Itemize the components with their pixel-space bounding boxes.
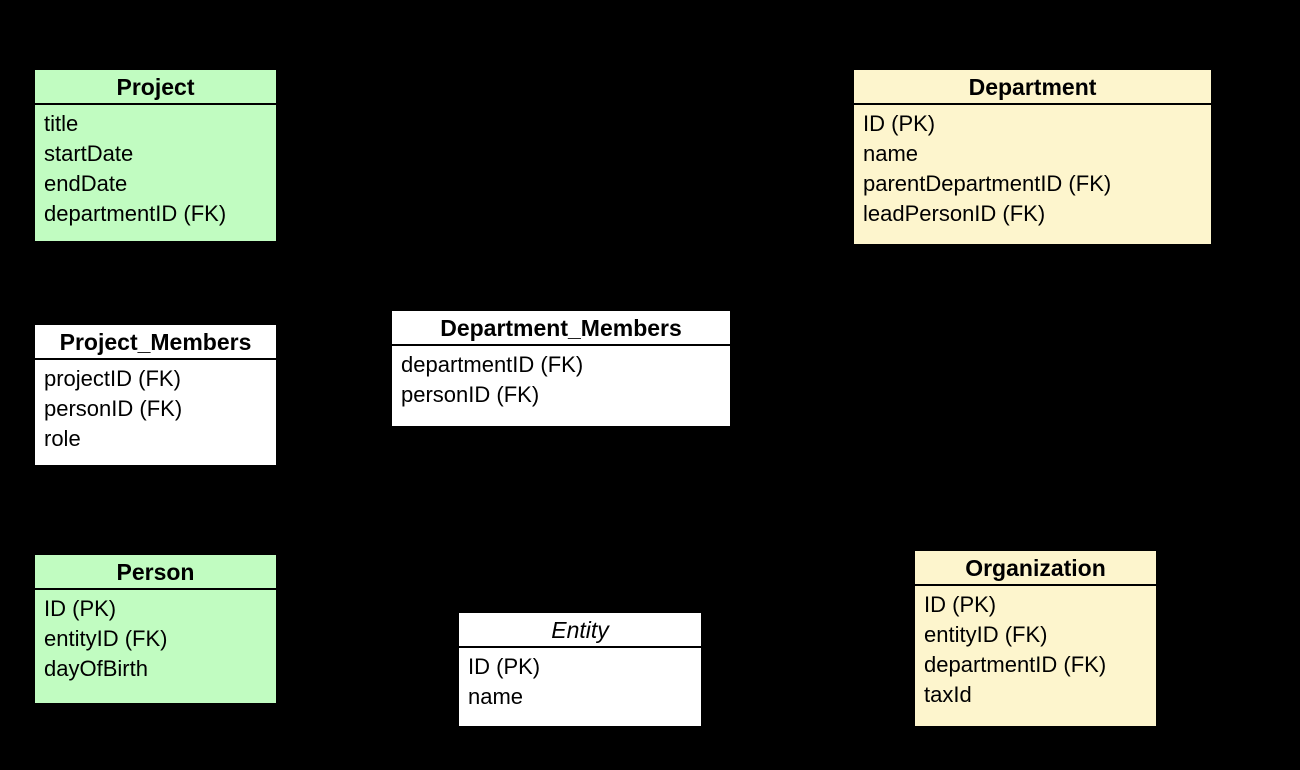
- entity-table-department-members: Department_Members departmentID (FK) per…: [390, 309, 732, 428]
- field-row: departmentID (FK): [401, 352, 584, 377]
- table-header-person: Person: [35, 555, 276, 590]
- table-fields-department: ID (PK) name parentDepartmentID (FK) lea…: [854, 105, 1211, 229]
- field-row: parentDepartmentID (FK): [863, 171, 1112, 196]
- field-row: ID (PK): [924, 592, 997, 617]
- field-row: name: [468, 684, 524, 709]
- field-row: startDate: [44, 141, 134, 166]
- table-fields-person: ID (PK) entityID (FK) dayOfBirth: [35, 590, 276, 684]
- field-row: departmentID (FK): [924, 652, 1107, 677]
- entity-table-entity: Entity ID (PK) name: [457, 611, 703, 728]
- field-row: endDate: [44, 171, 128, 196]
- table-header-department-members: Department_Members: [392, 311, 730, 346]
- field-row: projectID (FK): [44, 366, 181, 391]
- field-row: departmentID (FK): [44, 201, 227, 226]
- field-row: name: [863, 141, 919, 166]
- table-fields-project: title startDate endDate departmentID (FK…: [35, 105, 276, 229]
- entity-table-project: Project title startDate endDate departme…: [33, 68, 278, 243]
- field-row: leadPersonID (FK): [863, 201, 1046, 226]
- table-header-department: Department: [854, 70, 1211, 105]
- entity-table-person: Person ID (PK) entityID (FK) dayOfBirth: [33, 553, 278, 705]
- table-header-project-members: Project_Members: [35, 325, 276, 360]
- field-row: entityID (FK): [924, 622, 1048, 647]
- entity-table-department: Department ID (PK) name parentDepartment…: [852, 68, 1213, 246]
- table-header-project: Project: [35, 70, 276, 105]
- table-header-organization: Organization: [915, 551, 1156, 586]
- field-row: ID (PK): [44, 596, 117, 621]
- field-row: dayOfBirth: [44, 656, 148, 681]
- entity-table-project-members: Project_Members projectID (FK) personID …: [33, 323, 278, 467]
- field-row: ID (PK): [863, 111, 936, 136]
- entity-table-organization: Organization ID (PK) entityID (FK) depar…: [913, 549, 1158, 728]
- table-fields-project-members: projectID (FK) personID (FK) role: [35, 360, 276, 454]
- table-fields-department-members: departmentID (FK) personID (FK): [392, 346, 730, 410]
- table-header-entity: Entity: [459, 613, 701, 648]
- field-row: ID (PK): [468, 654, 541, 679]
- field-row: taxId: [924, 682, 972, 707]
- field-row: personID (FK): [44, 396, 183, 421]
- table-fields-organization: ID (PK) entityID (FK) departmentID (FK) …: [915, 586, 1156, 710]
- field-row: title: [44, 111, 79, 136]
- field-row: entityID (FK): [44, 626, 168, 651]
- table-fields-entity: ID (PK) name: [459, 648, 701, 712]
- field-row: personID (FK): [401, 382, 540, 407]
- field-row: role: [44, 426, 81, 451]
